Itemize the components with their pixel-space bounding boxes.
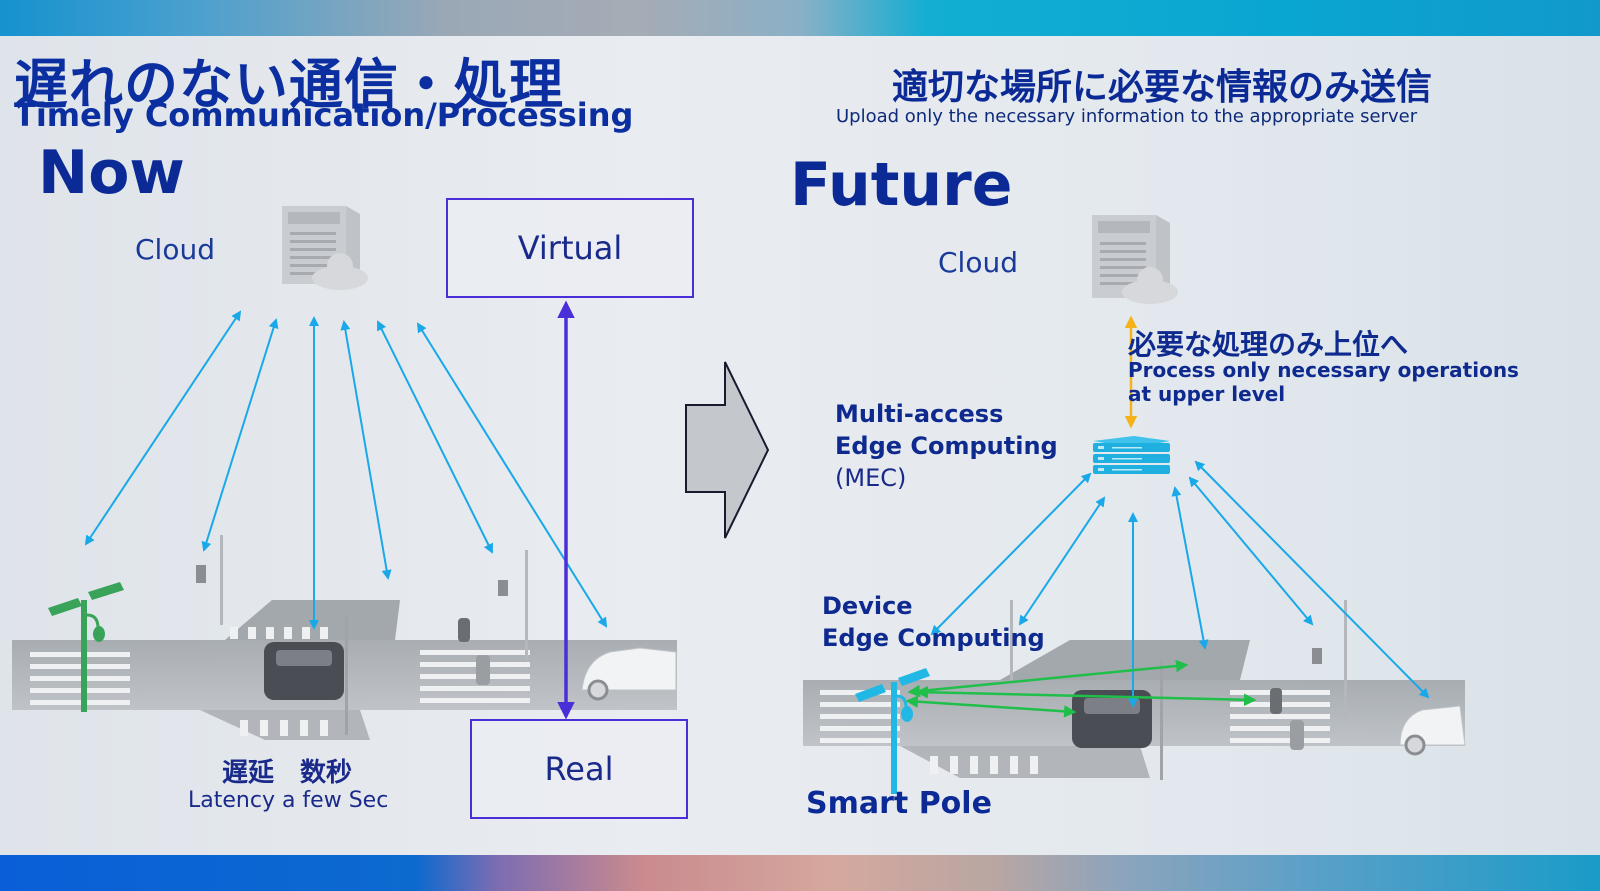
latency-label-jp: 遅延 数秒	[222, 758, 353, 788]
device-edge-label-line2: Edge Computing	[822, 624, 1045, 652]
bottom-gradient-bar	[0, 855, 1600, 891]
real-label: Real	[544, 750, 614, 788]
future-cloud-label: Cloud	[938, 246, 1018, 279]
subtitle-jp: 適切な場所に必要な情報のみ送信	[892, 67, 1433, 108]
now-cloud-label: Cloud	[135, 233, 215, 266]
page-title-jp: 遅れのない通信・処理	[14, 53, 564, 116]
upper-level-label-en-2: at upper level	[1128, 382, 1286, 406]
mec-label-line3: (MEC)	[835, 464, 907, 492]
real-box: Real	[470, 719, 688, 819]
smart-pole-label: Smart Pole	[806, 786, 992, 821]
virtual-label: Virtual	[517, 229, 623, 267]
device-edge-label-line1: Device	[822, 592, 913, 620]
cloud-server-icon-future	[1092, 215, 1178, 304]
now-heading: Now	[38, 138, 185, 208]
latency-label-en: Latency a few Sec	[188, 788, 389, 813]
cloud-link-arrows-now	[84, 310, 608, 630]
virtual-box: Virtual	[446, 198, 694, 298]
transition-arrow-icon	[685, 361, 770, 539]
top-gradient-bar	[0, 0, 1600, 36]
page-title-en: Timely Communication/Processing	[14, 96, 634, 134]
subtitle-en: Upload only the necessary information to…	[836, 106, 1418, 127]
upper-level-label-jp: 必要な処理のみ上位へ	[1128, 328, 1409, 361]
mec-label-line2: Edge Computing	[835, 432, 1058, 460]
mec-label-line1: Multi-access	[835, 400, 1004, 428]
upper-level-label-en-1: Process only necessary operations	[1128, 358, 1519, 382]
intersection-illustration-now	[12, 535, 677, 740]
mec-server-icon	[1093, 436, 1170, 474]
cloud-server-icon-now	[282, 206, 368, 290]
future-heading: Future	[790, 150, 1013, 220]
smart-pole-icon-now	[48, 582, 124, 712]
device-edge-arrows	[905, 659, 1257, 718]
